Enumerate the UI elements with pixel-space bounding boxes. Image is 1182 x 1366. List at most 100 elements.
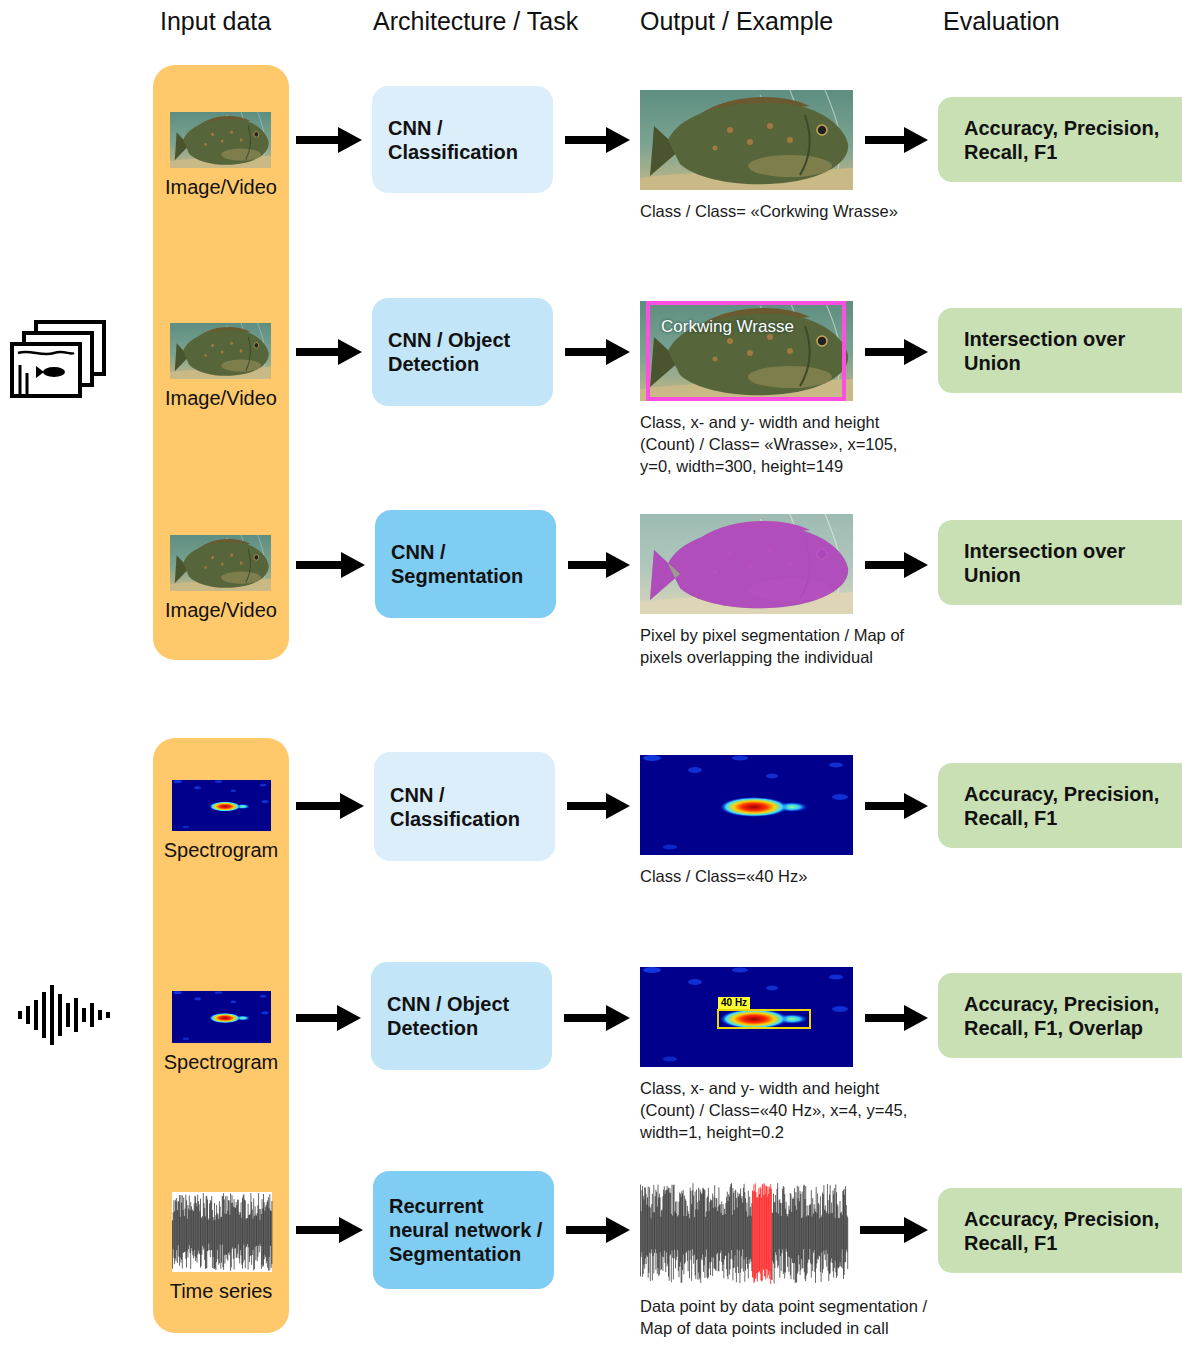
output-caption: Pixel by pixel segmentation / Map of pix…: [640, 624, 932, 668]
flow-arrow: [865, 552, 928, 578]
evaluation-box: Accuracy, Precision, Recall, F1: [938, 763, 1182, 848]
input-item: Time series: [158, 1192, 284, 1303]
output-example: Data point by data point segmentation / …: [640, 1182, 848, 1285]
fish-photo: [640, 301, 853, 401]
waveform-call: [753, 1183, 772, 1284]
evaluation-box: Accuracy, Precision, Recall, F1: [938, 1188, 1182, 1273]
waveform-ground: [640, 1182, 848, 1285]
evaluation-box: Intersection over Union: [938, 308, 1182, 393]
output-caption: Class, x- and y- width and height (Count…: [640, 411, 932, 477]
image-stack-icon: [12, 322, 104, 396]
fish-photo: [640, 90, 853, 190]
input-label: Spectrogram: [158, 838, 284, 862]
fish-photo: [640, 514, 853, 614]
task-label: CNN / Segmentation: [391, 540, 550, 588]
output-caption: Class / Class=«40 Hz»: [640, 865, 932, 887]
flow-arrow: [296, 127, 362, 153]
task-label: CNN / Classification: [388, 116, 547, 164]
column-header: Output / Example: [640, 6, 833, 36]
output-caption: Class, x- and y- width and height (Count…: [640, 1077, 932, 1143]
evaluation-box: Intersection over Union: [938, 520, 1182, 605]
waveform-trace: [641, 1183, 848, 1283]
input-label: Image/Video: [158, 598, 284, 622]
fish-thumbnail: [170, 323, 271, 379]
output-example: Class / Class=«40 Hz»: [640, 755, 853, 855]
flow-arrow: [568, 552, 630, 578]
photo-fade: [640, 514, 853, 614]
flow-arrow: [565, 127, 630, 153]
image-tag: Corkwing Wrasse: [661, 317, 794, 337]
flow-arrow: [860, 1217, 928, 1243]
evaluation-box: Accuracy, Precision, Recall, F1: [938, 97, 1182, 182]
task-label: Recurrent neural network / Segmentation: [389, 1194, 548, 1266]
architecture-box: CNN / Object Detection: [372, 298, 553, 406]
architecture-box: CNN / Segmentation: [375, 510, 556, 618]
metric-label: Intersection over Union: [964, 539, 1176, 587]
spectrogram-thumbnail: [172, 780, 271, 831]
input-item: Image/Video: [158, 323, 284, 410]
output-example: 40 HzClass, x- and y- width and height (…: [640, 967, 853, 1067]
flow-arrow: [296, 552, 365, 578]
flow-arrow: [865, 127, 928, 153]
flow-arrow: [567, 793, 630, 819]
output-example: Pixel by pixel segmentation / Map of pix…: [640, 514, 853, 614]
input-label: Image/Video: [158, 175, 284, 199]
architecture-box: CNN / Classification: [374, 752, 555, 861]
input-band: [153, 738, 289, 1333]
flow-arrow: [296, 339, 362, 365]
metric-label: Accuracy, Precision, Recall, F1, Overlap: [964, 992, 1176, 1040]
fish-thumbnail: [170, 112, 271, 168]
flow-arrow: [296, 793, 364, 819]
column-header: Architecture / Task: [373, 6, 578, 36]
flow-arrow: [865, 1005, 928, 1031]
detection-box: [718, 1010, 810, 1028]
flow-arrow: [566, 1217, 630, 1243]
metric-label: Intersection over Union: [964, 327, 1176, 375]
task-label: CNN / Classification: [390, 783, 549, 831]
architecture-box: Recurrent neural network / Segmentation: [373, 1171, 554, 1289]
waveform-segmented: [641, 1183, 848, 1284]
output-caption: Data point by data point segmentation / …: [640, 1295, 932, 1339]
input-item: Spectrogram: [158, 780, 284, 862]
waveform-trace: [173, 1193, 272, 1271]
detection-box: [648, 303, 844, 399]
architecture-box: CNN / Object Detection: [371, 962, 552, 1070]
flow-arrow: [296, 1217, 363, 1243]
column-header: Input data: [160, 6, 271, 36]
column-header: Evaluation: [943, 6, 1060, 36]
metric-label: Accuracy, Precision, Recall, F1: [964, 1207, 1176, 1255]
architecture-box: CNN / Classification: [372, 86, 553, 193]
fish-thumbnail: [170, 535, 271, 591]
waveform-ground: [172, 1192, 272, 1272]
flow-arrow: [865, 339, 928, 365]
spectrogram-thumbnail: [172, 991, 271, 1043]
spectrogram-photo: [640, 755, 853, 855]
image-tag: 40 Hz: [718, 997, 750, 1009]
task-label: CNN / Object Detection: [387, 992, 546, 1040]
input-item: Spectrogram: [158, 991, 284, 1074]
input-item: Image/Video: [158, 535, 284, 622]
flow-arrow: [564, 1005, 630, 1031]
flow-arrow: [296, 1005, 361, 1031]
waveform-thumbnail: [173, 1193, 272, 1271]
output-example: Class / Class= «Corkwing Wrasse»: [640, 90, 853, 190]
spectrogram-photo: [640, 967, 853, 1067]
input-item: Image/Video: [158, 112, 284, 199]
flow-arrow: [865, 793, 928, 819]
metric-label: Accuracy, Precision, Recall, F1: [964, 782, 1176, 830]
task-label: CNN / Object Detection: [388, 328, 547, 376]
evaluation-box: Accuracy, Precision, Recall, F1, Overlap: [938, 973, 1182, 1058]
input-label: Spectrogram: [158, 1050, 284, 1074]
segmentation-mask: [650, 521, 848, 608]
input-label: Time series: [158, 1279, 284, 1303]
input-label: Image/Video: [158, 386, 284, 410]
input-band: [153, 65, 289, 660]
output-caption: Class / Class= «Corkwing Wrasse»: [640, 200, 932, 222]
sound-wave-icon: [20, 985, 108, 1045]
metric-label: Accuracy, Precision, Recall, F1: [964, 116, 1176, 164]
flow-arrow: [565, 339, 630, 365]
output-example: Corkwing WrasseClass, x- and y- width an…: [640, 301, 853, 401]
